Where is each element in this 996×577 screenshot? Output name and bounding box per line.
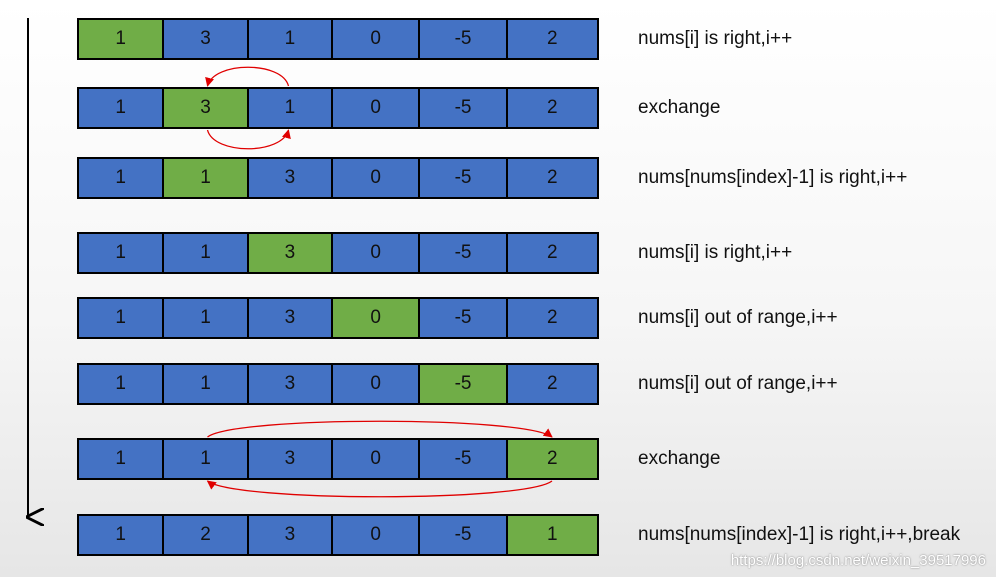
array-cell: -5 [420, 20, 508, 58]
step-note: nums[nums[index]-1] is right,i++ [638, 167, 908, 188]
array-cell: 1 [79, 159, 165, 197]
current-cell: 3 [164, 89, 249, 127]
step-note: exchange [638, 97, 721, 118]
exchange-arc-lower [206, 129, 291, 150]
step-note: nums[i] is right,i++ [638, 28, 793, 49]
array-cell: 1 [164, 440, 249, 478]
array-cell: 0 [333, 20, 421, 58]
array-cell: 0 [333, 516, 421, 554]
current-cell: 1 [164, 159, 249, 197]
array-cell: 3 [248, 365, 334, 403]
exchange-arc-lower [206, 480, 553, 498]
array-cell: 0 [333, 89, 421, 127]
array-cell: -5 [420, 159, 508, 197]
array-cell: 0 [333, 234, 421, 272]
current-cell: 0 [333, 299, 421, 337]
array-cell: 2 [507, 20, 597, 58]
array-cell: 3 [248, 299, 334, 337]
array-cell: 3 [164, 20, 249, 58]
array-cell: 2 [507, 159, 597, 197]
array-cell: 1 [79, 440, 165, 478]
array-cell: 3 [248, 440, 334, 478]
array-cell: 1 [248, 20, 334, 58]
current-cell: 2 [507, 440, 597, 478]
array-cell: 1 [248, 89, 334, 127]
current-cell: -5 [420, 365, 508, 403]
array-cell: 2 [507, 89, 597, 127]
step-note: exchange [638, 448, 721, 469]
array-cell: 2 [507, 365, 597, 403]
array-cell: 1 [79, 516, 165, 554]
array-cell: 1 [79, 299, 165, 337]
step-note: nums[i] out of range,i++ [638, 373, 838, 394]
array-cell: 0 [333, 159, 421, 197]
current-cell: 1 [79, 20, 165, 58]
current-cell: 3 [248, 234, 334, 272]
watermark: https://blog.csdn.net/weixin_39517996 [730, 552, 986, 569]
array-cell: 3 [248, 516, 334, 554]
array-cell: 0 [333, 440, 421, 478]
step-note: nums[i] out of range,i++ [638, 307, 838, 328]
step-note: nums[i] is right,i++ [638, 242, 793, 263]
array-cell: 0 [333, 365, 421, 403]
array-cell: -5 [420, 516, 508, 554]
array-cell: 1 [79, 234, 165, 272]
array-cell: 1 [164, 365, 249, 403]
array-cell: 2 [507, 299, 597, 337]
array-cell: 2 [164, 516, 249, 554]
array-cell: 1 [164, 299, 249, 337]
array-cell: 1 [79, 89, 165, 127]
array-cell: 3 [248, 159, 334, 197]
current-cell: 1 [507, 516, 597, 554]
array-cell: 1 [79, 365, 165, 403]
exchange-arc-upper [207, 420, 553, 438]
array-cell: -5 [420, 89, 508, 127]
exchange-arc-upper [205, 66, 290, 87]
array-cell: 2 [507, 234, 597, 272]
array-cell: -5 [420, 440, 508, 478]
step-note: nums[nums[index]-1] is right,i++,break [638, 524, 961, 545]
array-cell: -5 [420, 234, 508, 272]
array-cell: -5 [420, 299, 508, 337]
array-cell: 1 [164, 234, 249, 272]
